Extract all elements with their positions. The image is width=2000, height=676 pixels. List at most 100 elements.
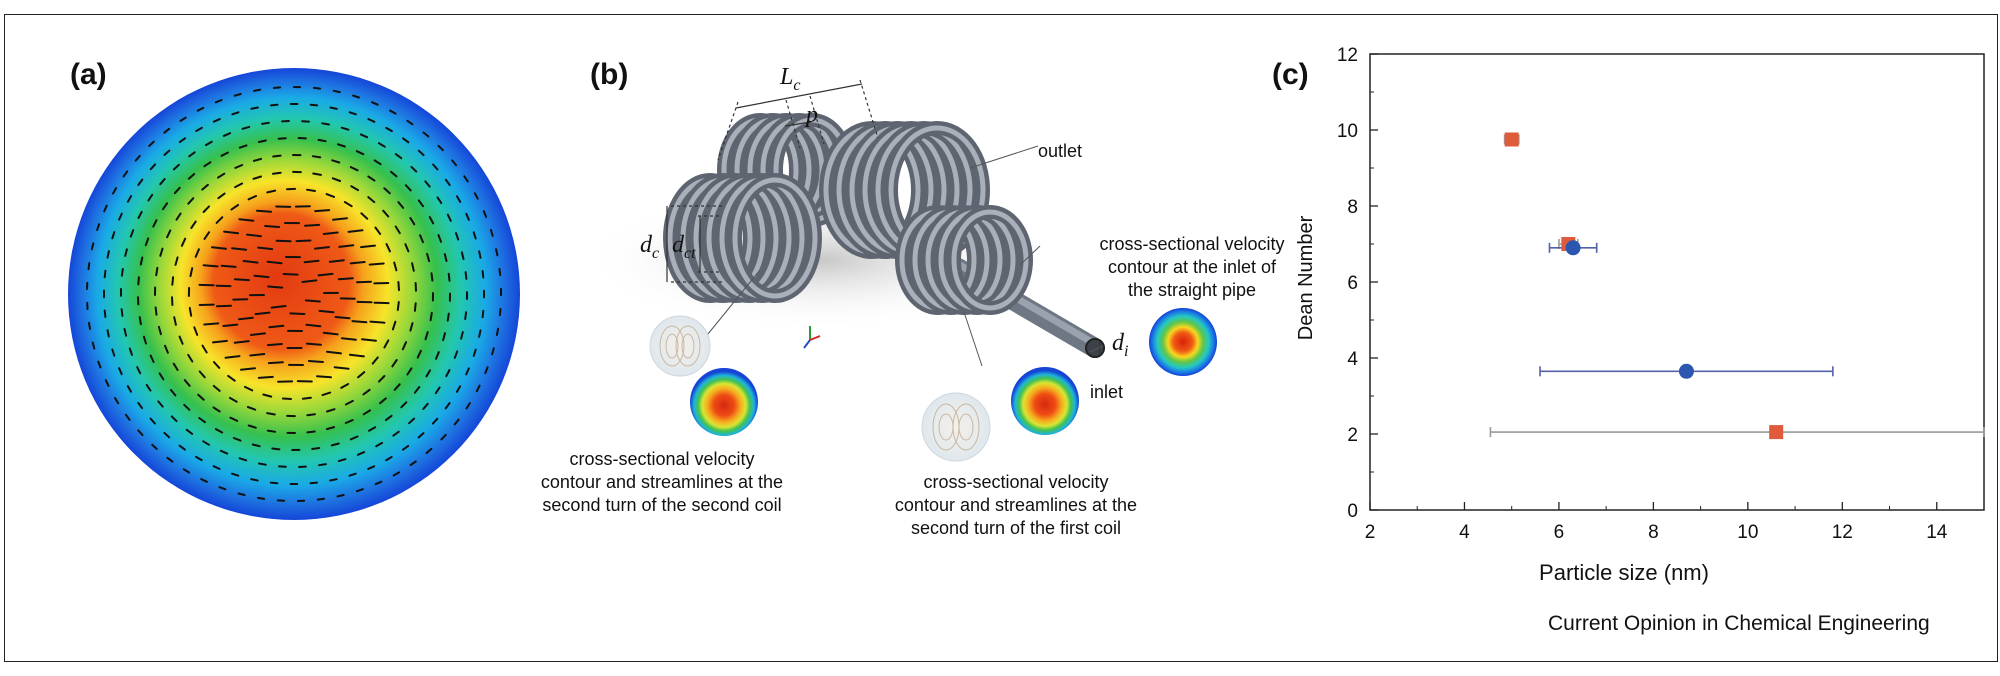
velocity-vector <box>175 212 182 221</box>
velocity-vector <box>261 121 270 125</box>
velocity-vector <box>232 437 242 442</box>
dim-label-p: p <box>806 102 818 128</box>
velocity-vector <box>91 341 96 350</box>
velocity-vector <box>164 344 169 354</box>
velocity-vector <box>268 324 285 329</box>
velocity-vector <box>394 225 401 235</box>
velocity-vector <box>90 242 95 251</box>
velocity-vector <box>174 256 179 266</box>
helical-coils <box>663 113 1033 315</box>
velocity-vector <box>246 233 262 238</box>
velocity-vector <box>222 132 232 137</box>
velocity-vector <box>234 182 244 189</box>
velocity-vector <box>337 277 354 281</box>
velocity-vector <box>453 350 459 359</box>
velocity-vector <box>368 426 377 432</box>
velocity-vector <box>203 161 212 168</box>
data-point-circle <box>1565 240 1581 256</box>
velocity-vector <box>409 460 417 466</box>
velocity-vector <box>258 462 267 466</box>
velocity-vector <box>328 259 345 263</box>
velocity-vector <box>204 140 213 147</box>
velocity-vector <box>429 311 433 322</box>
velocity-vector <box>357 371 366 379</box>
y-tick-label: 6 <box>1347 273 1358 294</box>
velocity-vector <box>304 223 321 227</box>
velocity-vector <box>212 339 228 344</box>
velocity-vector <box>103 309 107 318</box>
y-tick-label: 8 <box>1347 197 1358 218</box>
velocity-vector <box>169 388 177 397</box>
velocity-vector <box>190 220 197 229</box>
velocity-vector <box>416 349 422 359</box>
velocity-vector <box>198 370 206 379</box>
velocity-vector <box>124 413 131 421</box>
velocity-vector <box>481 309 485 319</box>
velocity-vector <box>247 424 257 429</box>
velocity-vector <box>267 361 284 365</box>
velocity-vector <box>368 262 385 266</box>
velocity-vector <box>322 331 339 336</box>
velocity-vector <box>312 172 322 176</box>
velocity-vector <box>238 457 248 462</box>
velocity-vector <box>371 101 379 106</box>
velocity-vector <box>157 325 162 336</box>
inlet-label: inlet <box>1090 382 1124 402</box>
velocity-vector <box>171 276 175 286</box>
velocity-vector <box>451 159 458 167</box>
x-tick-label: 10 <box>1737 522 1758 543</box>
velocity-vector <box>408 417 416 425</box>
velocity-vector <box>385 243 391 253</box>
velocity-vector <box>356 280 372 284</box>
velocity-vector <box>266 343 283 347</box>
velocity-vector <box>318 463 327 467</box>
velocity-vector <box>351 320 368 324</box>
velocity-vector <box>460 331 464 340</box>
velocity-vector <box>382 209 390 218</box>
plot-frame <box>1369 53 1985 511</box>
velocity-vector <box>158 372 165 381</box>
y-tick-label: 12 <box>1337 45 1358 66</box>
velocity-vector <box>202 205 210 213</box>
velocity-vector <box>379 397 387 405</box>
velocity-vector <box>390 170 398 178</box>
velocity-vector <box>137 210 143 219</box>
velocity-vector <box>350 185 360 192</box>
velocity-vector <box>482 210 488 218</box>
velocity-vector <box>148 140 155 147</box>
velocity-vector <box>182 468 191 474</box>
velocity-vector <box>249 353 266 357</box>
velocity-vector <box>317 272 334 277</box>
velocity-vector <box>194 248 200 258</box>
velocity-vector <box>373 159 382 166</box>
velocity-vector <box>460 251 465 260</box>
velocity-vector <box>326 408 336 413</box>
velocity-vector <box>385 456 393 462</box>
coil-front-left <box>663 173 822 303</box>
velocity-vector <box>377 142 386 148</box>
contour-inset-first-coil <box>1011 367 1079 435</box>
velocity-vector <box>348 111 357 116</box>
velocity-vector <box>187 197 195 205</box>
velocity-vector <box>455 385 462 393</box>
velocity-vector <box>270 305 287 309</box>
velocity-vector <box>389 109 397 115</box>
velocity-vector <box>453 418 460 426</box>
velocity-vector <box>254 311 271 316</box>
velocity-vector <box>106 250 110 259</box>
velocity-vector <box>128 347 133 356</box>
velocity-vector <box>229 416 239 422</box>
velocity-vector <box>178 137 187 144</box>
velocity-vector <box>396 301 400 311</box>
velocity-vector <box>306 413 316 417</box>
velocity-vector <box>356 451 366 456</box>
x-tick-label: 2 <box>1365 522 1376 543</box>
velocity-vector <box>437 144 444 152</box>
velocity-vector <box>362 388 371 396</box>
velocity-vector <box>97 360 102 369</box>
velocity-vector <box>447 272 451 282</box>
velocity-vector <box>227 374 236 382</box>
velocity-vector <box>188 151 196 158</box>
velocity-vector <box>103 204 108 213</box>
velocity-vector <box>325 426 336 431</box>
